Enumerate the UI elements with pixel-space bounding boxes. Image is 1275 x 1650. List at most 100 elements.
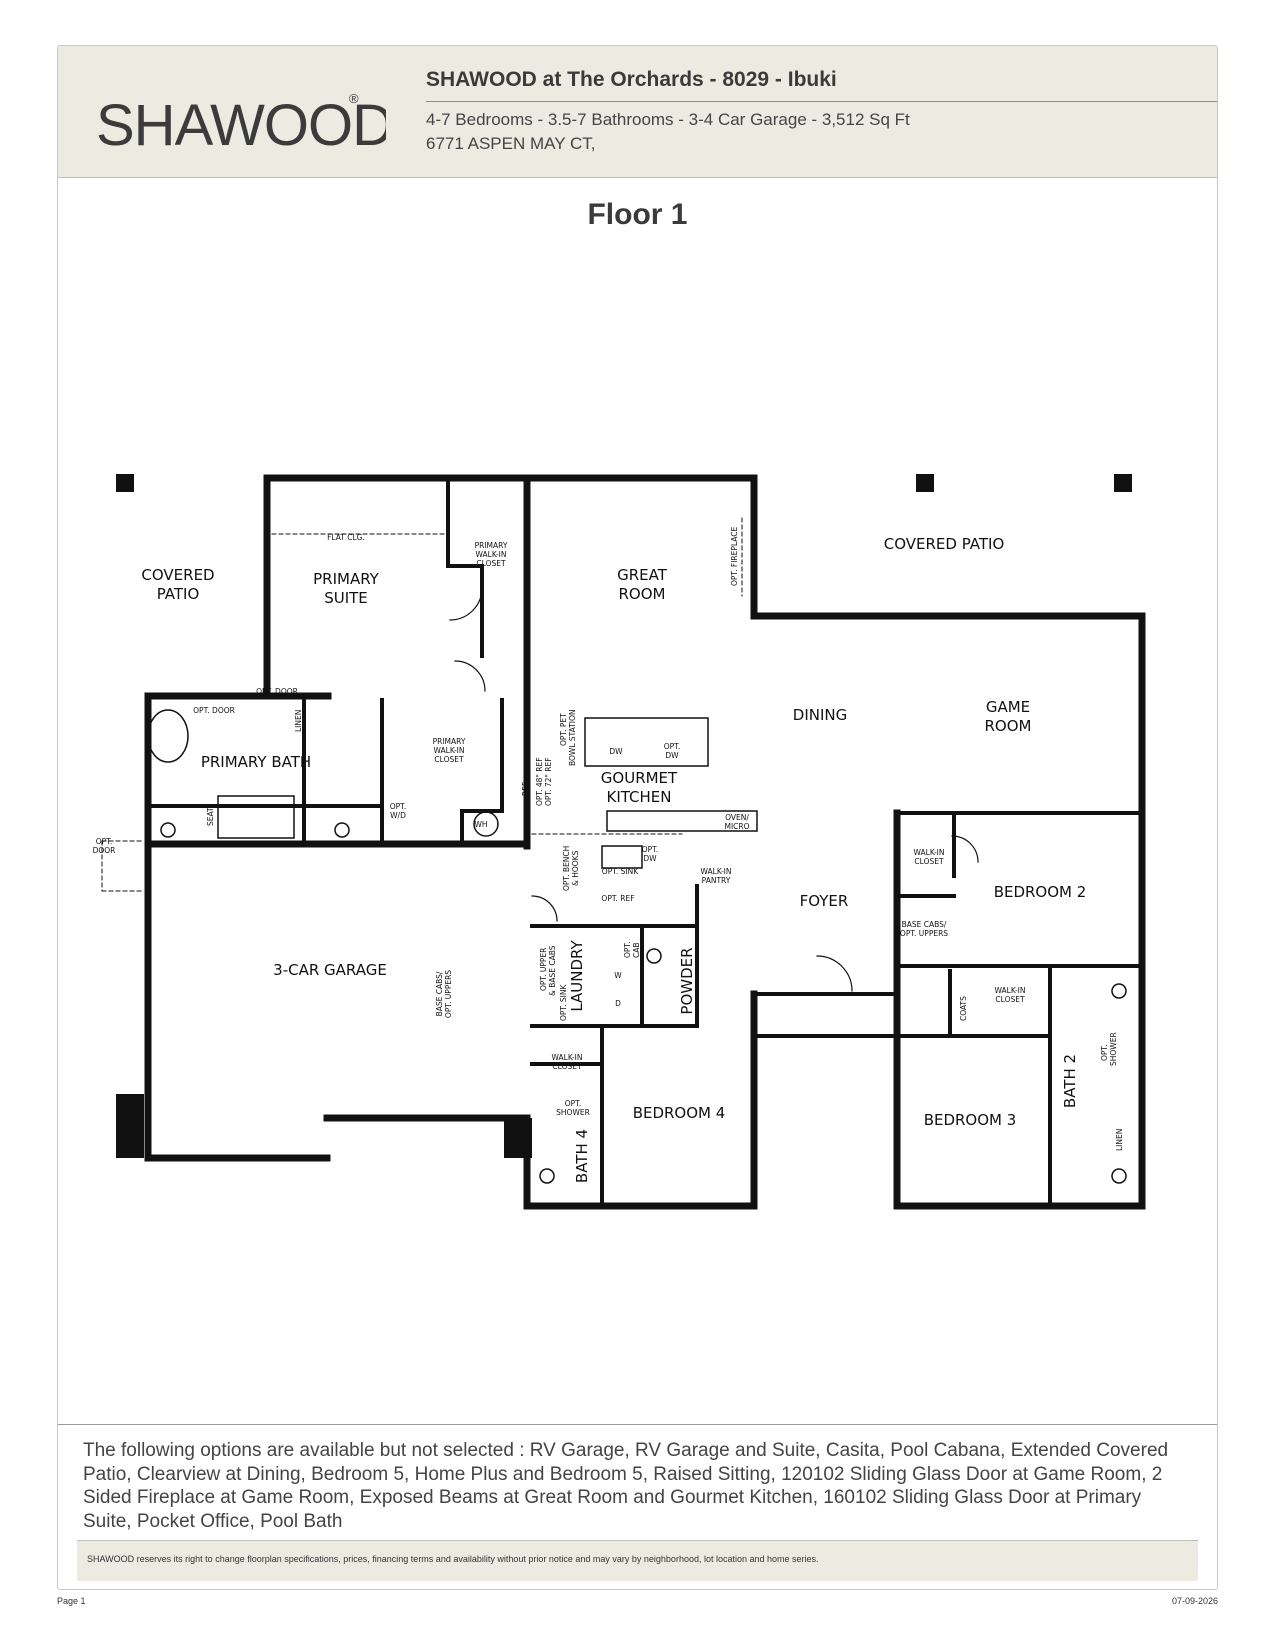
exterior-walls <box>144 474 1146 1210</box>
primary-walkin-label: PRIMARY <box>475 541 508 550</box>
opt-door-label: OPT. DOOR <box>256 687 298 696</box>
walkin-closet-b2-label-2: CLOSET <box>914 857 944 866</box>
print-date: 07-09-2026 <box>1171 1596 1218 1606</box>
walkin-closet-b4-label: WALK-IN <box>552 1053 583 1062</box>
bedroom-2-label: BEDROOM 2 <box>994 883 1087 901</box>
opt-upper-label-2: & BASE CABS <box>548 945 557 996</box>
primary-walkin2-label-3: CLOSET <box>434 755 464 764</box>
project-title: SHAWOOD at The Orchards - 8029 - Ibuki <box>426 68 837 91</box>
primary-walkin-label-2: WALK-IN <box>476 550 507 559</box>
support-posts <box>116 474 1132 1158</box>
bath-2-label: BATH 2 <box>1061 1054 1079 1108</box>
primary-walkin2-label: PRIMARY <box>433 737 466 746</box>
water-heater-label: WH <box>474 820 487 829</box>
header-divider <box>426 101 1217 102</box>
primary-suite-label: PRIMARY <box>313 570 380 588</box>
covered-patio-left-label-2: PATIO <box>157 585 200 603</box>
door-swings <box>449 587 979 992</box>
opt-pet-label-2: BOWL STATION <box>568 709 577 766</box>
floor-plan: COVERED PATIO COVERED PATIO PRIMARY SUIT… <box>93 474 1146 1210</box>
flat-ceiling-note: FLAT CLG. <box>327 533 365 542</box>
walkin-closet-b3-label-2: CLOSET <box>995 995 1025 1004</box>
opt-side-door-label-2: DOOR <box>93 846 116 855</box>
option-dashes <box>101 517 743 892</box>
options-divider <box>58 1424 1217 1425</box>
opt-shower-b4-label-2: SHOWER <box>556 1108 590 1117</box>
bedroom-3-label: BEDROOM 3 <box>924 1111 1017 1129</box>
header-bar: SHAWOOD ® SHAWOOD at The Orchards - 8029… <box>58 46 1217 178</box>
opt-shower-b4-label: OPT. <box>565 1099 582 1108</box>
primary-suite-label-2: SUITE <box>324 589 368 607</box>
laundry-label: LAUNDRY <box>568 939 586 1011</box>
opt-bench-label: OPT. BENCH <box>562 846 571 891</box>
opt-ref-label: OPT. REF <box>601 894 634 903</box>
opt-dw2-label: OPT. <box>642 845 659 854</box>
garage-label: 3-CAR GARAGE <box>273 961 387 979</box>
document-sheet: SHAWOOD ® SHAWOOD at The Orchards - 8029… <box>57 45 1218 1590</box>
walkin-pantry-label: WALK-IN <box>701 867 732 876</box>
base-cabs-b3-label: BASE CABS/ <box>902 920 947 929</box>
opt-sink2-label: OPT. SINK <box>559 984 568 1021</box>
linen-label: LINEN <box>294 710 303 732</box>
gourmet-kitchen-label-2: KITCHEN <box>607 788 672 806</box>
powder-label: POWDER <box>678 947 696 1014</box>
opt-bench-label-2: & HOOKS <box>571 850 580 886</box>
primary-bath-label: PRIMARY BATH <box>201 753 311 771</box>
ref-label: REF <box>521 782 530 796</box>
base-cabs-label-2: OPT. UPPERS <box>444 970 453 1018</box>
linen-2-label: LINEN <box>1115 1129 1124 1151</box>
opt-cab-label-2: CAB <box>632 942 641 958</box>
opt-pet-label: OPT. PET <box>559 713 568 746</box>
opt-wd-label: OPT. <box>390 802 407 811</box>
gourmet-kitchen-label: GOURMET <box>601 769 678 787</box>
disclaimer-bar: SHAWOOD reserves its right to change flo… <box>77 1540 1198 1581</box>
coats-label: COATS <box>959 996 968 1021</box>
opt-dw-label-2: DW <box>665 751 679 760</box>
foyer-label: FOYER <box>800 892 849 910</box>
dishwasher-label: DW <box>609 747 623 756</box>
plumbing-fixtures <box>147 709 1127 1184</box>
walkin-closet-b3-label: WALK-IN <box>995 986 1026 995</box>
opt-upper-label: OPT. UPPER <box>539 948 548 991</box>
opt-shower-bath2-label: OPT. <box>1100 1044 1109 1061</box>
kitchen-fixtures <box>584 717 758 869</box>
logo-wordmark: SHAWOOD <box>96 93 386 158</box>
opt-side-door-label: OPT. <box>96 837 113 846</box>
washer-label: W <box>614 971 622 980</box>
walkin-closet-b2-label: WALK-IN <box>914 848 945 857</box>
interior-walls <box>146 476 1144 1208</box>
opt-shower-bath2-label-2: SHOWER <box>1109 1032 1118 1066</box>
opt-wd-label-2: W/D <box>390 811 406 820</box>
logo-registered-mark: ® <box>349 91 359 106</box>
opt-sink-label: OPT. SINK <box>602 867 639 876</box>
game-room-label-2: ROOM <box>985 717 1032 735</box>
game-room-label: GAME <box>986 698 1030 716</box>
covered-patio-right-label: COVERED PATIO <box>884 535 1005 553</box>
base-cabs-b3-label-2: OPT. UPPERS <box>900 929 948 938</box>
seat-label: SEAT <box>206 807 215 826</box>
unselected-options-text: The following options are available but … <box>83 1440 1169 1532</box>
dining-label: DINING <box>793 706 847 724</box>
home-specs: 4-7 Bedrooms - 3.5-7 Bathrooms - 3-4 Car… <box>426 110 910 129</box>
floor-title: Floor 1 <box>587 198 688 231</box>
covered-patio-left-label: COVERED <box>141 566 214 584</box>
bedroom-4-label: BEDROOM 4 <box>633 1104 726 1122</box>
oven-micro-label-2: MICRO <box>724 822 749 831</box>
page-number: Page 1 <box>57 1596 86 1606</box>
primary-walkin-label-3: CLOSET <box>476 559 506 568</box>
home-address: 6771 ASPEN MAY CT, <box>426 134 596 153</box>
opt-dw-label: OPT. <box>664 742 681 751</box>
disclaimer-text: SHAWOOD reserves its right to change flo… <box>87 1554 819 1564</box>
oven-micro-label: OVEN/ <box>725 813 749 822</box>
opt-fireplace-label: OPT. FIREPLACE <box>730 527 739 586</box>
shawood-logo: SHAWOOD ® <box>96 91 386 158</box>
primary-walkin2-label-2: WALK-IN <box>434 746 465 755</box>
opt-door-label-2: OPT. DOOR <box>193 706 235 715</box>
opt-dw2-label-2: DW <box>643 854 657 863</box>
opt-72-ref-label: OPT. 72" REF <box>544 757 553 806</box>
base-cabs-label: BASE CABS/ <box>435 971 444 1016</box>
great-room-label: GREAT <box>617 566 668 584</box>
great-room-label-2: ROOM <box>619 585 666 603</box>
bath-4-label: BATH 4 <box>573 1129 591 1183</box>
walkin-closet-b4-label-2: CLOSET <box>552 1062 582 1071</box>
